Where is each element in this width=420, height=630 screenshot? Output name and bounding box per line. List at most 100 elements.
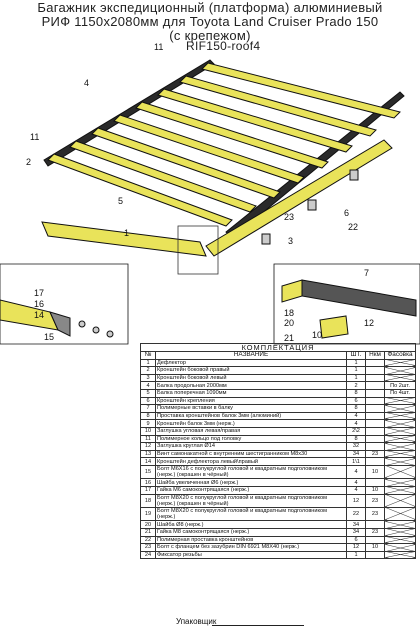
row-pack [384, 373, 416, 383]
row-pack [384, 506, 416, 522]
row-pack [384, 396, 416, 406]
callout-15: 15 [44, 332, 54, 342]
row-qty: 1 [346, 358, 366, 368]
row-qty: 8 [346, 404, 366, 413]
row-pack [384, 366, 416, 375]
row-number: 10 [140, 426, 156, 436]
row-qty: 34 [346, 449, 366, 459]
row-number: 7 [140, 404, 156, 413]
row-nkm [365, 366, 385, 375]
col-qty: ШТ. [346, 351, 366, 360]
row-qty: 4 [346, 478, 366, 487]
row-number: 5 [140, 388, 156, 398]
row-pack [384, 535, 416, 545]
row-name: Гайка M6 самоконтрящаяся (нерж.) [155, 485, 347, 495]
row-qty: 22 [346, 506, 366, 522]
packer-signature-line [212, 625, 304, 626]
callout-11-top: 11 [154, 42, 163, 52]
row-name: Болт M8X20 с полукруглой головой и квадр… [155, 493, 347, 508]
spec-table-header: № НАЗВАНИЕ ШТ. Нкм Фасовка [140, 351, 416, 360]
row-name: Гайка M8 самоконтрящаяся (нерж.) [155, 527, 347, 537]
row-qty: 2\2 [346, 426, 366, 436]
callout-6: 6 [344, 208, 349, 218]
row-name: Фиксатор резьбы [155, 550, 347, 560]
row-name: Кронштейн балок 3мм (нерж.) [155, 419, 347, 428]
row-name: Шайба увеличенная Ø6 (нерж.) [155, 478, 347, 487]
col-name: НАЗВАНИЕ [155, 351, 347, 360]
row-number: 15 [140, 464, 156, 480]
rack-frame [41, 59, 405, 257]
row-number: 20 [140, 520, 156, 529]
packer-label: Упаковщик [176, 617, 217, 626]
row-nkm: 23 [365, 506, 385, 522]
detail-left [0, 263, 129, 345]
row-qty: 6 [346, 535, 366, 545]
row-pack [384, 478, 416, 487]
row-pack [384, 543, 416, 552]
row-qty: 1 [346, 366, 366, 375]
row-nkm [365, 388, 385, 398]
row-name: Кронштейн крепления [155, 396, 347, 406]
callout-5: 5 [118, 196, 123, 206]
row-pack: По 2шт. [384, 381, 416, 390]
row-number: 14 [140, 457, 156, 466]
row-nkm: 10 [365, 543, 385, 552]
row-qty: 32 [346, 442, 366, 451]
row-qty: 1 [346, 550, 366, 560]
row-name: Кронштейн боковой правый [155, 366, 347, 375]
row-name: Кронштейн боковой левый [155, 373, 347, 383]
row-nkm: 23 [365, 527, 385, 537]
row-nkm [365, 419, 385, 428]
title-line-1: Багажник экспедиционный (платформа) алюм… [37, 0, 383, 15]
product-code: RIF150-roof4 [186, 39, 261, 53]
callout-labels: 11 4 2 11 5 1 3 23 6 22 17 16 14 15 7 18… [26, 42, 374, 343]
callout-20: 20 [284, 318, 294, 328]
row-name: Полимерное кольцо под головку [155, 434, 347, 444]
row-name: Дефлектор [155, 358, 347, 368]
row-nkm [365, 404, 385, 413]
detail-box [177, 225, 219, 275]
row-qty: 1\1 [346, 457, 366, 466]
title-line-2: РИФ 1150x2080мм для Toyota Land Cruiser … [41, 14, 379, 29]
title-line-3: (с крепежом) [169, 28, 251, 43]
row-qty: 12 [346, 543, 366, 552]
callout-22: 22 [348, 222, 358, 232]
row-qty: 12 [346, 493, 366, 508]
row-name: Шайба Ø8 (нерж.) [155, 520, 347, 529]
row-number: 19 [140, 506, 156, 522]
row-number: 1 [140, 358, 156, 368]
row-qty: 4 [346, 485, 366, 495]
row-pack [384, 426, 416, 436]
row-number: 3 [140, 373, 156, 383]
row-nkm [365, 358, 385, 368]
callout-7: 7 [364, 268, 369, 278]
row-number: 16 [140, 478, 156, 487]
row-nkm [365, 426, 385, 436]
row-name: Полимерная проставка кронштейнов [155, 535, 347, 545]
row-qty: 34 [346, 527, 366, 537]
row-name: Болт с фланцем без зазубрин DIN 6921 M8X… [155, 543, 347, 552]
row-nkm [365, 520, 385, 529]
row-number: 4 [140, 381, 156, 390]
row-name: Винт самонакатной с внутренним шестигран… [155, 449, 347, 459]
row-number: 18 [140, 493, 156, 508]
row-nkm [365, 535, 385, 545]
row-qty: 6 [346, 396, 366, 406]
row-number: 6 [140, 396, 156, 406]
